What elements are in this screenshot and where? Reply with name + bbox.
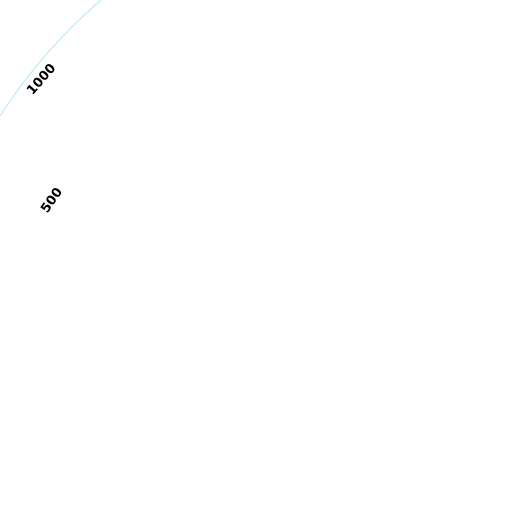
contour-line-1000 bbox=[0, 0, 102, 117]
